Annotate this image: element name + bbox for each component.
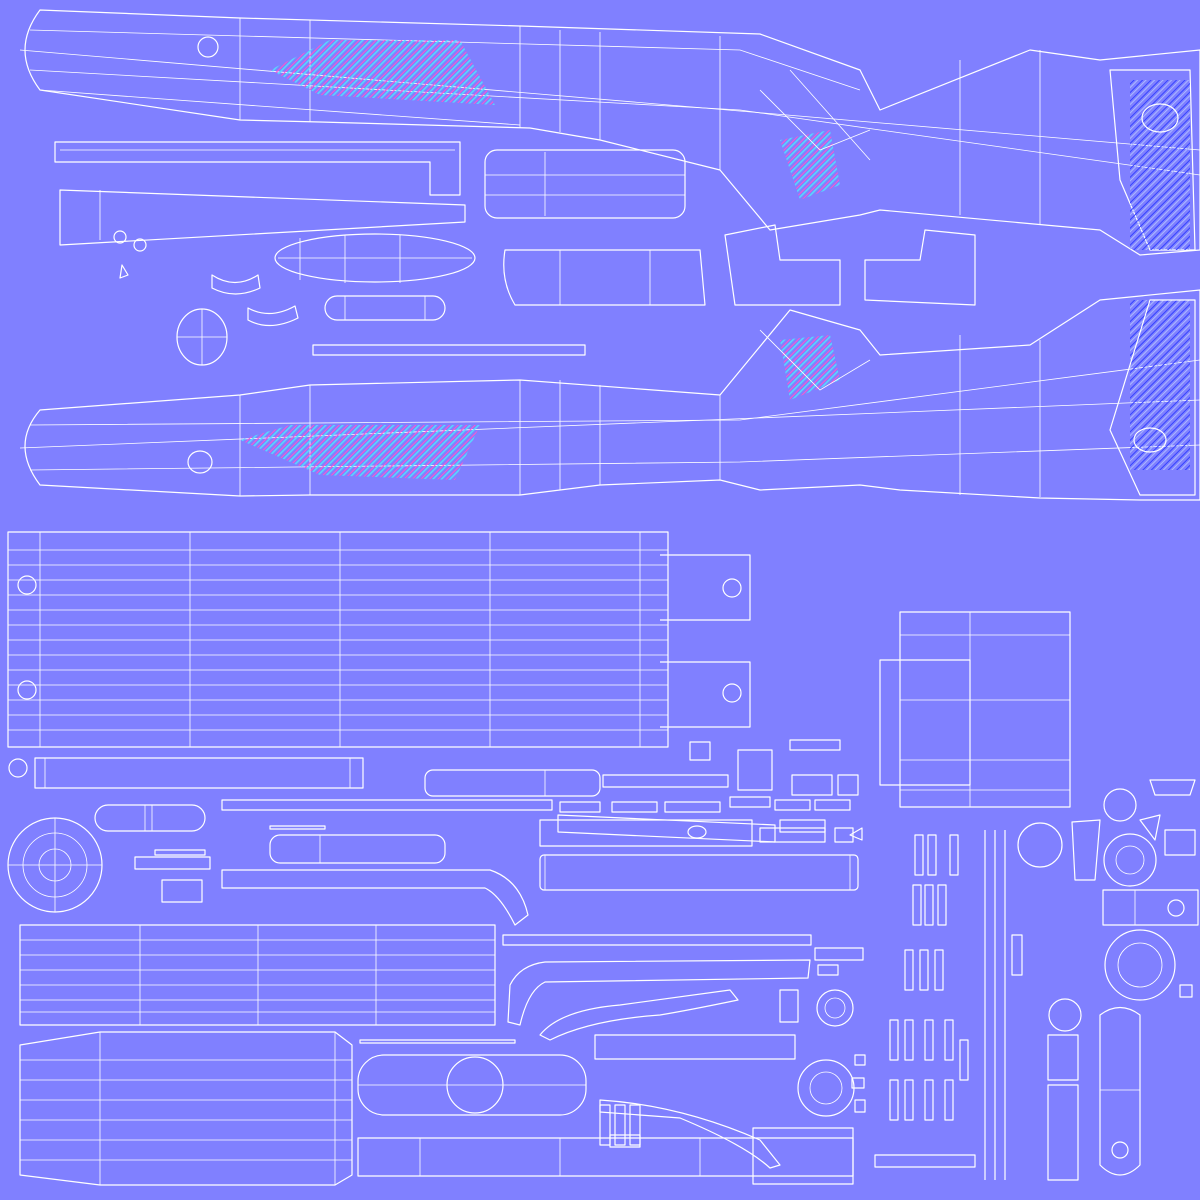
- lower-left-parts: [7, 817, 855, 1186]
- misc-parts-top: [54, 141, 976, 366]
- barrel-shroud-panel: [7, 531, 751, 748]
- lower-right-parts: [874, 779, 1199, 1181]
- rails-and-tubes: [8, 757, 859, 1026]
- magazine-block: [879, 611, 1071, 808]
- small-fragments: [154, 739, 866, 1148]
- stock-shell-lower: [19, 289, 1200, 501]
- sling-hole-icon: [187, 450, 213, 474]
- sling-hole-icon: [197, 36, 219, 58]
- stock-shell-upper: [19, 9, 1200, 256]
